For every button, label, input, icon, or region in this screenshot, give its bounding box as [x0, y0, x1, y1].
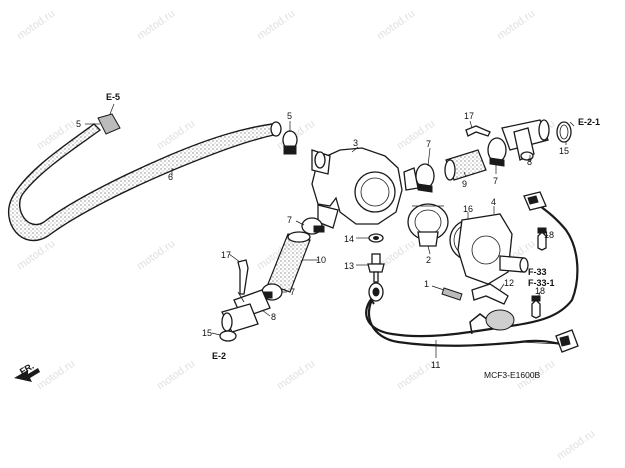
- callout-17: 17: [464, 111, 474, 121]
- thermostat-part-2: [407, 203, 449, 247]
- callout-11: 11: [431, 360, 440, 370]
- reference-e2-1: E-2-1: [578, 117, 600, 127]
- callout-2: 2: [426, 255, 431, 265]
- hose-part-6: [7, 121, 282, 242]
- callout-6: 6: [168, 172, 173, 182]
- diagram-code: MCF3-E1600B: [484, 370, 541, 380]
- hose-part-10: [267, 231, 311, 293]
- callout-18: 18: [535, 286, 545, 296]
- connector-bottom-right: [555, 329, 579, 353]
- callout-8: 8: [271, 312, 276, 322]
- callout-1: 1: [424, 279, 429, 289]
- watermark: motod.ru: [255, 8, 297, 43]
- reference-labels: E-5 E-2-1 E-2 F-33 F-33-1 FR. MCF3-E1600…: [18, 92, 600, 380]
- callout-10: 10: [316, 255, 326, 265]
- callout-7: 7: [493, 176, 498, 186]
- leader-lines: [85, 103, 575, 358]
- connector-left: [368, 282, 384, 302]
- o-ring-part-15-upper: [556, 121, 572, 143]
- callout-12: 12: [504, 278, 514, 288]
- callout-7: 7: [287, 215, 292, 225]
- callout-3: 3: [353, 138, 358, 148]
- callout-9: 9: [462, 179, 467, 189]
- callout-4: 4: [491, 197, 496, 207]
- pipe-joint-part-8-lower: [221, 289, 271, 333]
- reference-e2: E-2: [212, 351, 226, 361]
- clamp-part-7-lower-top: [301, 217, 325, 235]
- clip-part-5-top: [97, 113, 121, 135]
- watermark: motod.ru: [555, 428, 597, 463]
- bolt-part-18-lower: [531, 295, 541, 319]
- clamp-part-5-hose: [282, 130, 298, 155]
- watermark: motod.ru: [15, 8, 57, 43]
- watermark: motod.ru: [275, 358, 317, 393]
- callout-7: 7: [290, 287, 295, 297]
- watermark: motod.ru: [375, 8, 417, 43]
- callout-labels: 5 6 5 3 7 9 7 17 8 15 2 16 4 14 13 7 10 …: [76, 111, 569, 370]
- callout-5: 5: [76, 119, 81, 129]
- pipe-joint-part-8-upper: [501, 119, 550, 161]
- hose-part-9: [444, 149, 487, 181]
- housing-cover-part-4: [457, 213, 529, 285]
- washer-part-14: [368, 233, 384, 243]
- clamp-part-7-upper: [415, 163, 435, 193]
- front-direction-arrow: [14, 368, 40, 382]
- connector-top-right: [523, 191, 547, 211]
- callout-7: 7: [426, 139, 431, 149]
- clamp-part-7-right: [487, 137, 507, 167]
- watermark: motod.ru: [155, 358, 197, 393]
- callout-17: 17: [221, 250, 231, 260]
- watermark: motod.ru: [15, 238, 57, 273]
- callout-8: 8: [527, 157, 532, 167]
- watermark: motod.ru: [135, 8, 177, 43]
- thermostat-housing-part-3: [311, 147, 419, 229]
- bracket-part-12: [471, 283, 509, 305]
- callout-13: 13: [344, 261, 354, 271]
- reference-f33: F-33: [528, 267, 547, 277]
- reference-f33-1: F-33-1: [528, 278, 555, 288]
- callout-15: 15: [202, 328, 212, 338]
- wire-clip-part-1: [441, 287, 463, 301]
- callout-5: 5: [287, 111, 292, 121]
- harness-boot: [485, 309, 515, 331]
- sensor-part-13: [367, 253, 385, 283]
- callout-14: 14: [344, 234, 354, 244]
- watermark: motod.ru: [35, 358, 77, 393]
- watermark: motod.ru: [495, 8, 537, 43]
- callout-15: 15: [559, 146, 569, 156]
- watermark: motod.ru: [135, 238, 177, 273]
- callout-18: 18: [544, 230, 554, 240]
- callout-16: 16: [463, 204, 473, 214]
- bolt-part-17-upper: [465, 125, 491, 137]
- bolt-part-18-upper: [537, 227, 547, 251]
- o-ring-part-15-lower: [219, 330, 237, 342]
- bolt-part-17-lower: [237, 259, 249, 295]
- reference-e5: E-5: [106, 92, 120, 102]
